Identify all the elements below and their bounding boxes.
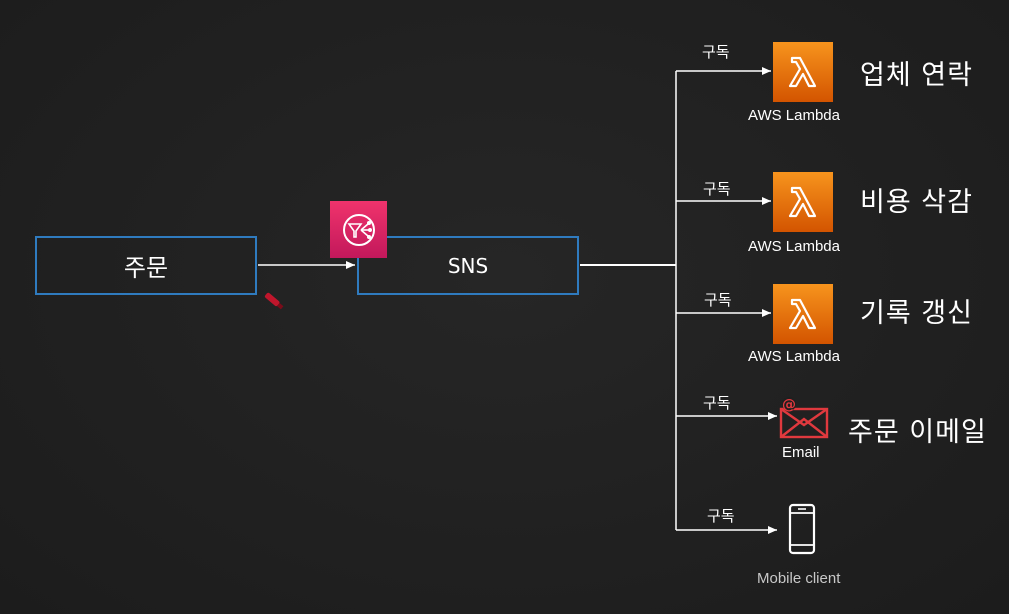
subscription-label-4: 구독 [703, 394, 731, 412]
target-label-2: 비용 삭감 [860, 187, 973, 218]
sns-topic-box[interactable]: SNS [357, 236, 579, 295]
target-label-4: 주문 이메일 [848, 417, 987, 448]
mobile-client-icon[interactable] [788, 503, 816, 555]
subscription-label-2: 구독 [703, 180, 731, 198]
svg-text:@: @ [782, 397, 796, 413]
order-publisher-label: 주문 [123, 254, 169, 282]
target-label-3: 기록 갱신 [860, 298, 973, 329]
sns-topic-label: SNS [447, 253, 489, 278]
email-icon[interactable]: @ [778, 395, 830, 441]
lambda-icon[interactable] [773, 284, 833, 344]
subscription-label-5: 구독 [707, 507, 735, 525]
lambda-caption-2: AWS Lambda [748, 238, 840, 255]
pointer-icon [264, 292, 284, 310]
subscription-label-1: 구독 [702, 43, 730, 61]
mobile-client-caption: Mobile client [757, 570, 841, 587]
lambda-caption-1: AWS Lambda [748, 107, 840, 124]
subscription-label-3: 구독 [704, 291, 732, 309]
email-caption: Email [782, 444, 820, 461]
target-label-1: 업체 연락 [860, 60, 973, 91]
order-publisher-box[interactable]: 주문 [35, 236, 257, 295]
lambda-icon[interactable] [773, 42, 833, 102]
sns-topic-icon [330, 201, 387, 258]
lambda-icon[interactable] [773, 172, 833, 232]
lambda-caption-3: AWS Lambda [748, 348, 840, 365]
